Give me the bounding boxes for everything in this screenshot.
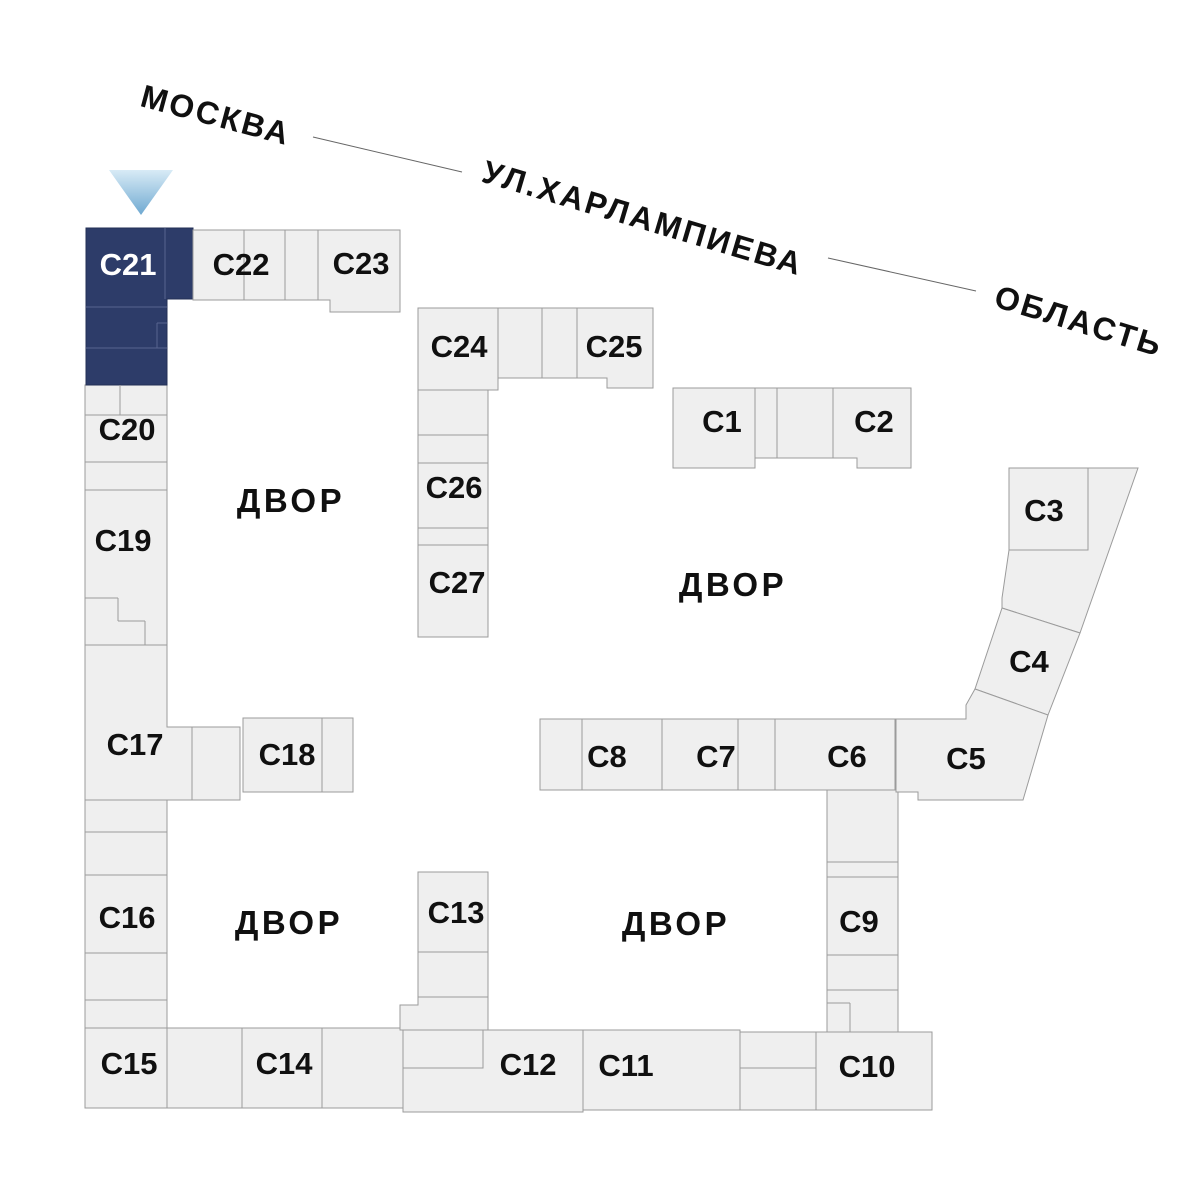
building-c16[interactable]: [84, 874, 168, 954]
building-label-c2: С2: [854, 404, 894, 439]
building-c9[interactable]: [826, 876, 899, 956]
building-label-c16: С16: [99, 900, 156, 935]
building-c13[interactable]: [399, 871, 489, 1031]
selected-building-marker-icon: [109, 170, 173, 215]
building-label-c9: С9: [839, 904, 879, 939]
building-section: [826, 861, 899, 878]
building-label-c1: С1: [702, 404, 742, 439]
building-section: [776, 387, 834, 459]
courtyard-label: ДВОР: [679, 566, 787, 603]
building-section: [84, 952, 168, 1001]
building-label-c19: С19: [95, 523, 152, 558]
street-label-moskva: МОСКВА: [137, 78, 295, 153]
building-c17[interactable]: [84, 644, 241, 801]
building-section: [166, 1027, 243, 1109]
building-section: [321, 1027, 404, 1109]
building-label-c21: С21: [100, 247, 157, 282]
building-c15[interactable]: [84, 1027, 168, 1109]
building-section: [417, 434, 489, 464]
building-label-c22: С22: [213, 247, 270, 282]
building-label-c24: С24: [431, 329, 489, 364]
building-section: [737, 718, 776, 791]
building-section: [84, 799, 168, 833]
building-section: [284, 229, 319, 301]
building-label-c26: С26: [426, 470, 483, 505]
building-c1[interactable]: [672, 387, 756, 469]
building-section: [826, 789, 899, 863]
building-label-c13: С13: [428, 895, 485, 930]
building-label-c17: С17: [107, 727, 164, 762]
building-c19[interactable]: [84, 489, 168, 646]
building-label-c27: С27: [429, 565, 486, 600]
building-section: [84, 999, 168, 1029]
building-c23[interactable]: [317, 229, 401, 313]
building-label-c6: С6: [827, 739, 867, 774]
building-c2[interactable]: [832, 387, 912, 469]
building-c14[interactable]: [241, 1027, 323, 1109]
building-section: [84, 831, 168, 876]
building-label-c3: С3: [1024, 493, 1064, 528]
building-c27[interactable]: [417, 544, 489, 638]
building-label-c23: С23: [333, 246, 390, 281]
building-c24[interactable]: [417, 307, 499, 391]
street-label-ul-harlampieva: УЛ.ХАРЛАМПИЕВА: [478, 153, 808, 282]
building-label-c20: С20: [99, 412, 156, 447]
building-section: [826, 989, 899, 1033]
building-c22[interactable]: [192, 229, 286, 301]
building-section: [497, 307, 543, 379]
courtyard-label: ДВОР: [235, 904, 343, 941]
building-section: [754, 387, 778, 459]
street-label-oblast: ОБЛАСТЬ: [990, 278, 1167, 363]
building-label-c15: С15: [101, 1046, 158, 1081]
building-section: [417, 389, 489, 436]
building-label-c10: С10: [839, 1049, 896, 1084]
building-section: [402, 1029, 484, 1069]
courtyard-label: ДВОР: [622, 905, 730, 942]
building-section: [739, 1067, 817, 1111]
building-c6[interactable]: [774, 718, 896, 791]
building-section: [739, 1031, 817, 1069]
building-label-c18: С18: [259, 737, 316, 772]
street-guide-line: [827, 257, 977, 292]
courtyard-label: ДВОР: [237, 482, 345, 519]
building-c26[interactable]: [417, 462, 489, 529]
building-c5[interactable]: [895, 688, 1049, 801]
building-c10[interactable]: [815, 1031, 933, 1111]
building-c18[interactable]: [242, 717, 354, 793]
building-label-c4: С4: [1009, 644, 1049, 679]
building-c25[interactable]: [576, 307, 654, 389]
building-label-c25: С25: [586, 329, 643, 364]
building-section: [539, 718, 583, 791]
building-label-c12: С12: [500, 1047, 557, 1082]
building-c12[interactable]: [402, 1029, 584, 1113]
building-label-c5: С5: [946, 741, 986, 776]
building-label-c11: С11: [598, 1048, 653, 1083]
building-label-c14: С14: [256, 1046, 314, 1081]
building-c8[interactable]: [581, 718, 663, 791]
building-section: [541, 307, 578, 379]
building-section: [417, 527, 489, 546]
building-label-c8: С8: [587, 739, 627, 774]
building-c3[interactable]: [1008, 467, 1089, 551]
building-label-c7: С7: [696, 739, 736, 774]
building-section: [826, 954, 899, 991]
street-guide-line: [312, 136, 463, 173]
